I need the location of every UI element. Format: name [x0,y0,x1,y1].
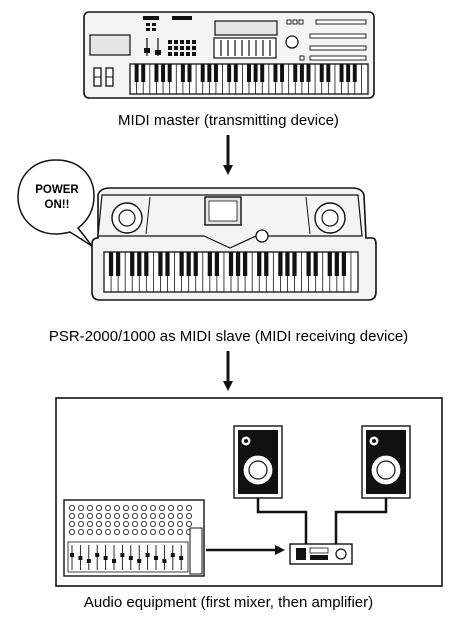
right-speaker [314,202,346,234]
master-keys [134,64,362,94]
right-speaker-cable [334,498,388,546]
button-block [168,40,196,56]
center-sliders [213,37,277,59]
audio-caption: Audio equipment (first mixer, then ampli… [84,594,373,611]
slave-keys [108,252,352,292]
audio-mixer [63,499,205,577]
right-speaker-cabinet [361,425,411,499]
slave-caption: PSR-2000/1000 as MIDI slave (MIDI receiv… [49,328,408,345]
right-button-rows [286,19,367,61]
psr-slave-keyboard [91,187,377,301]
left-speaker [111,202,143,234]
master-caption: MIDI master (transmitting device) [118,112,339,129]
mixer-faders [67,541,189,573]
callout-line2: ON!! [45,199,70,211]
left-speaker-cable [256,498,308,546]
amplifier [289,543,353,565]
midi-master-keyboard [83,11,375,99]
left-speaker-cabinet [233,425,283,499]
button-grid-left [146,23,156,31]
power-on-callout: POWER ON!! [17,159,95,247]
callout-line1: POWER [35,184,79,196]
mixer-knobs [69,504,192,536]
